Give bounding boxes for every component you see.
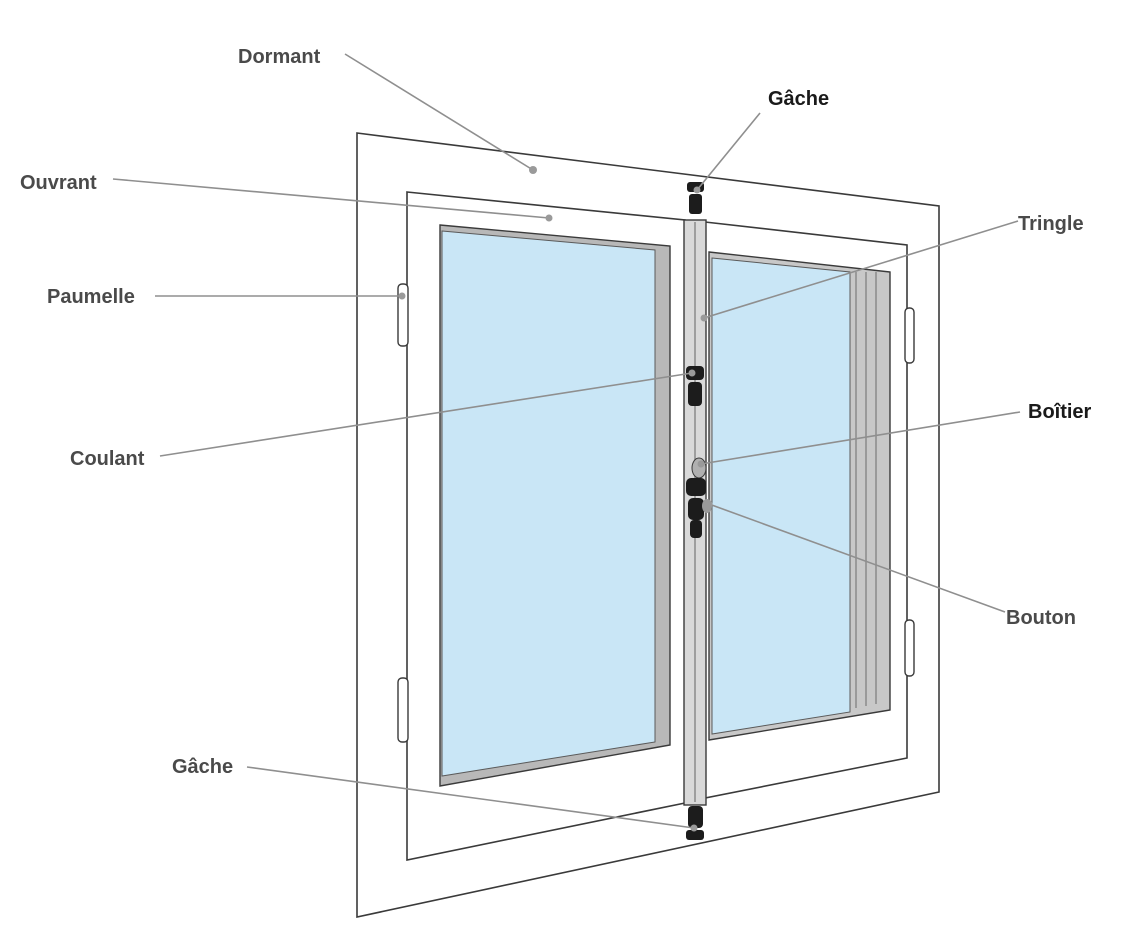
label-dormant: Dormant xyxy=(238,46,321,68)
label-bouton: Bouton xyxy=(1006,607,1076,629)
right-glass-pane xyxy=(711,257,851,735)
boitier-hardware xyxy=(691,457,707,479)
label-tringle: Tringle xyxy=(1018,213,1084,235)
label-gache-bas: Gâche xyxy=(172,756,233,778)
paumelle-left-top xyxy=(397,283,409,347)
label-gache-haut: Gâche xyxy=(768,88,829,110)
callout-boitier-dot xyxy=(697,460,705,468)
gache-haut-hardware xyxy=(687,182,704,214)
paumelle-right-top xyxy=(904,307,915,364)
label-paumelle: Paumelle xyxy=(47,286,135,308)
label-coulant: Coulant xyxy=(70,448,145,470)
callout-ouvrant xyxy=(112,178,550,219)
callout-gache-bas-dot xyxy=(690,824,698,832)
callout-coulant xyxy=(159,372,693,457)
paumelle-left-bottom xyxy=(397,677,409,743)
callout-gache-haut xyxy=(696,112,761,191)
label-ouvrant: Ouvrant xyxy=(20,172,97,194)
callout-dormant xyxy=(344,53,534,171)
callout-bouton-dot xyxy=(705,500,713,508)
callout-bouton xyxy=(708,503,1006,613)
callout-ouvrant-dot xyxy=(545,214,553,222)
left-glass-pane xyxy=(441,230,656,777)
callout-tringle xyxy=(703,220,1019,319)
callout-boitier xyxy=(700,411,1021,465)
callout-gache-bas xyxy=(246,766,695,829)
callout-coulant-dot xyxy=(688,369,696,377)
callout-paumelle-dot xyxy=(398,292,406,300)
callout-tringle-dot xyxy=(700,314,708,322)
callout-dormant-dot xyxy=(529,166,537,174)
callout-gache-haut-dot xyxy=(693,186,701,194)
paumelle-right-bottom xyxy=(904,619,915,677)
gache-bas-hardware xyxy=(686,806,704,840)
label-boitier: Boîtier xyxy=(1028,401,1092,423)
